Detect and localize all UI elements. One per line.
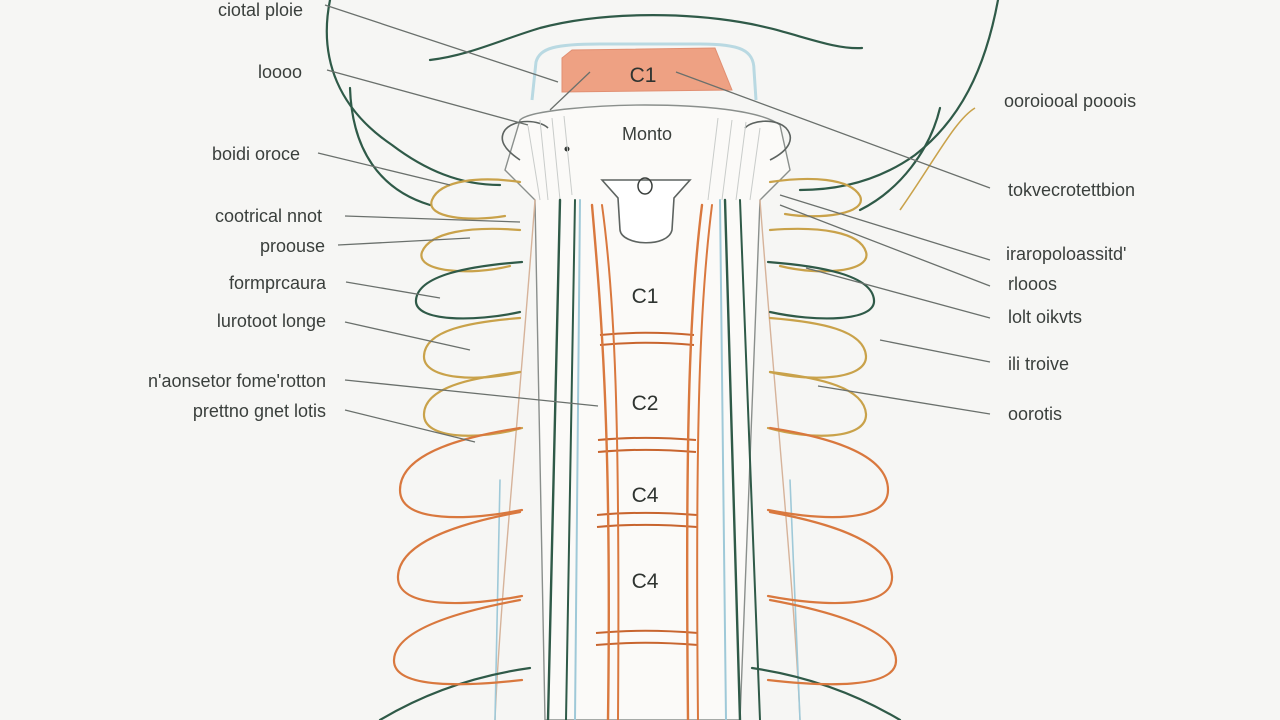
- right-label: ooroiooal pooois: [1004, 91, 1136, 111]
- spinal-cord-lines: [494, 198, 801, 720]
- right-label: iraropoloassitd': [1006, 244, 1127, 264]
- leader-lines: [317, 4, 991, 443]
- vertebra-labels: C1 C1 C2 C4 C4: [630, 64, 659, 593]
- left-label: n'aonsetor fome'rotton: [148, 371, 326, 391]
- center-label: Monto: [622, 124, 672, 144]
- right-label: oorotis: [1008, 404, 1062, 424]
- vertebra-label-top-c1: C1: [630, 64, 657, 87]
- left-label: loooo: [258, 62, 302, 82]
- left-label: prettno gnet lotis: [193, 401, 326, 421]
- vertebra-label-c2: C2: [632, 392, 659, 415]
- left-nerve-loops: [392, 178, 524, 686]
- vertebra-label-c4-upper: C4: [632, 484, 659, 507]
- right-label: lolt oikvts: [1008, 307, 1082, 327]
- left-label: ciotal ploie: [218, 0, 303, 20]
- right-labels: ooroiooal pooois tokvecrotettbion irarop…: [1004, 91, 1136, 424]
- vertebra-label-c1: C1: [632, 285, 659, 308]
- left-labels: ciotal ploie loooo boidi oroce cootrical…: [148, 0, 327, 421]
- right-label: tokvecrotettbion: [1008, 180, 1135, 200]
- left-label: formprcaura: [229, 273, 327, 293]
- right-vessel: [899, 107, 976, 211]
- right-nerve-loops: [766, 177, 898, 686]
- left-label: proouse: [260, 236, 325, 256]
- atlas-highlight: [561, 47, 733, 93]
- left-label: lurotoot longe: [217, 311, 326, 331]
- right-label: ili troive: [1008, 354, 1069, 374]
- neck-contours: [378, 666, 902, 720]
- left-label: cootrical nnot: [215, 206, 322, 226]
- left-label: boidi oroce: [212, 144, 300, 164]
- skull-outline: [325, 0, 1000, 212]
- canal-outline: [530, 42, 758, 101]
- right-label: rlooos: [1008, 274, 1057, 294]
- vertebra-label-c4-lower: C4: [632, 570, 659, 593]
